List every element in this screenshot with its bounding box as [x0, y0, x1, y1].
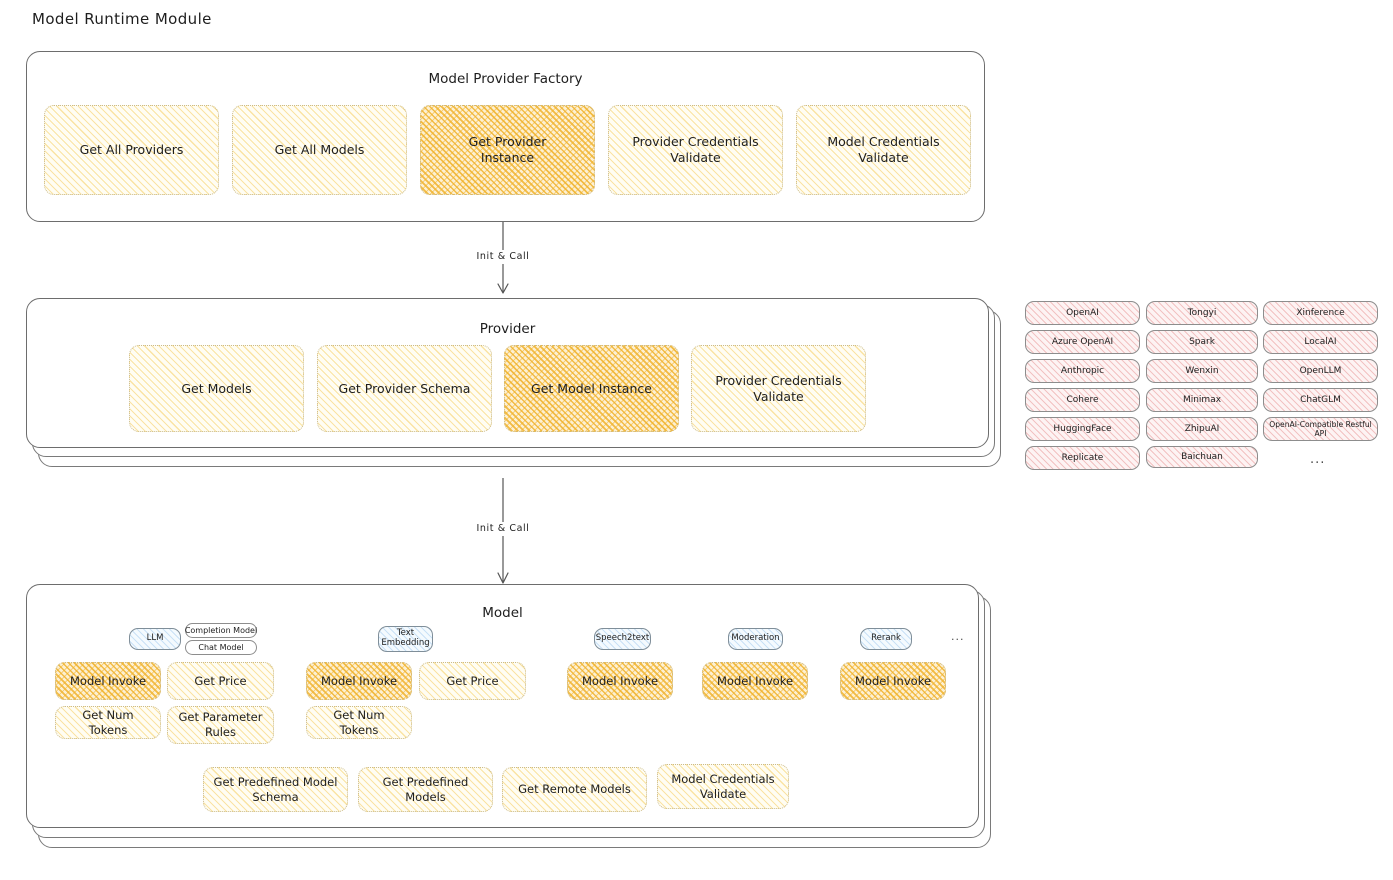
model-type-badge-moderation[interactable]: Moderation	[728, 628, 783, 650]
provider-chip-replicate[interactable]: Replicate	[1025, 446, 1140, 470]
factory-node-get-all-providers[interactable]: Get All Providers	[44, 105, 219, 195]
model-node-llm-model-invoke[interactable]: Model Invoke	[55, 662, 161, 700]
model-types-more-ellipsis: ...	[951, 630, 965, 643]
provider-node-get-models[interactable]: Get Models	[129, 345, 304, 432]
provider-chip-minimax[interactable]: Minimax	[1146, 388, 1258, 412]
provider-chip-wenxin[interactable]: Wenxin	[1146, 359, 1258, 383]
factory-node-model-credentials-validate[interactable]: Model Credentials Validate	[796, 105, 971, 195]
model-node-llm-get-price[interactable]: Get Price	[167, 662, 274, 700]
model-node-model-credentials-validate[interactable]: Model Credentials Validate	[657, 764, 789, 809]
provider-chip-azure-openai[interactable]: Azure OpenAI	[1025, 330, 1140, 354]
arrow-label-factory-to-provider: Init & Call	[476, 251, 530, 262]
model-title: Model	[482, 605, 523, 621]
model-subtype-chat-model[interactable]: Chat Model	[185, 640, 257, 655]
provider-chip-xinference[interactable]: Xinference	[1263, 301, 1378, 325]
provider-chip-huggingface[interactable]: HuggingFace	[1025, 417, 1140, 441]
provider-list-more-ellipsis: ...	[1310, 452, 1326, 467]
provider-chip-openai[interactable]: OpenAI	[1025, 301, 1140, 325]
model-node-text-embedding-model-invoke[interactable]: Model Invoke	[306, 662, 412, 700]
model-type-badge-speech2text[interactable]: Speech2text	[594, 628, 651, 650]
provider-node-get-provider-schema[interactable]: Get Provider Schema	[317, 345, 492, 432]
provider-node-get-model-instance[interactable]: Get Model Instance	[504, 345, 679, 432]
model-node-get-predefined-models[interactable]: Get Predefined Models	[358, 767, 493, 812]
model-provider-factory-title: Model Provider Factory	[428, 71, 583, 87]
provider-title: Provider	[479, 321, 536, 337]
provider-chip-localai[interactable]: LocalAI	[1263, 330, 1378, 354]
model-node-llm-get-num-tokens[interactable]: Get Num Tokens	[55, 706, 161, 739]
model-type-badge-rerank[interactable]: Rerank	[860, 628, 912, 650]
provider-chip-zhipuai[interactable]: ZhipuAI	[1146, 417, 1258, 441]
model-node-text-embedding-get-num-tokens[interactable]: Get Num Tokens	[306, 706, 412, 739]
provider-chip-chatglm[interactable]: ChatGLM	[1263, 388, 1378, 412]
provider-chip-cohere[interactable]: Cohere	[1025, 388, 1140, 412]
model-node-moderation-model-invoke[interactable]: Model Invoke	[702, 662, 808, 700]
provider-chip-baichuan[interactable]: Baichuan	[1146, 446, 1258, 468]
factory-node-get-provider-instance[interactable]: Get Provider Instance	[420, 105, 595, 195]
provider-chip-anthropic[interactable]: Anthropic	[1025, 359, 1140, 383]
model-node-rerank-model-invoke[interactable]: Model Invoke	[840, 662, 946, 700]
page-title: Model Runtime Module	[32, 10, 212, 28]
model-node-get-remote-models[interactable]: Get Remote Models	[502, 767, 647, 812]
model-subtype-completion-model[interactable]: Completion Model	[185, 623, 257, 638]
provider-chip-spark[interactable]: Spark	[1146, 330, 1258, 354]
model-node-speech2text-model-invoke[interactable]: Model Invoke	[567, 662, 673, 700]
model-type-badge-llm[interactable]: LLM	[129, 628, 181, 650]
factory-node-provider-credentials-validate[interactable]: Provider Credentials Validate	[608, 105, 783, 195]
provider-chip-tongyi[interactable]: Tongyi	[1146, 301, 1258, 325]
model-node-llm-get-parameter-rules[interactable]: Get Parameter Rules	[167, 706, 274, 744]
model-type-badge-text-embedding[interactable]: Text Embedding	[378, 626, 433, 652]
factory-node-get-all-models[interactable]: Get All Models	[232, 105, 407, 195]
model-node-text-embedding-get-price[interactable]: Get Price	[419, 662, 526, 700]
model-node-get-predefined-model-schema[interactable]: Get Predefined Model Schema	[203, 767, 348, 812]
provider-node-provider-credentials-validate[interactable]: Provider Credentials Validate	[691, 345, 866, 432]
provider-chip-openai-compatible-restful-api[interactable]: OpenAI-Compatible Restful API	[1263, 417, 1378, 441]
arrow-label-provider-to-model: Init & Call	[476, 523, 530, 534]
provider-chip-openllm[interactable]: OpenLLM	[1263, 359, 1378, 383]
